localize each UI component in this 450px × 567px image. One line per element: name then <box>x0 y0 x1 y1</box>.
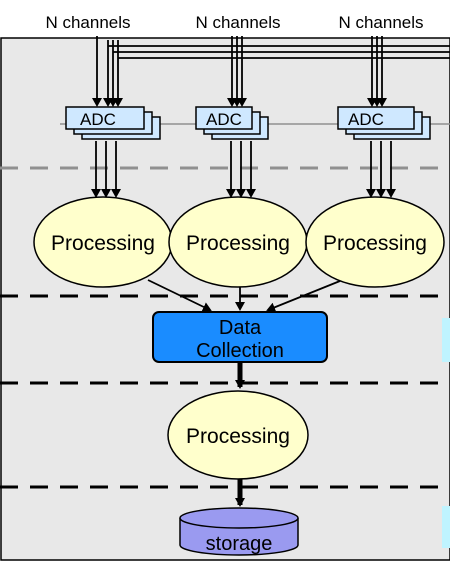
side-accent-block <box>442 506 450 548</box>
data-collection-box: Data Collection <box>152 311 328 363</box>
adc-label: ADC <box>348 110 384 129</box>
adc-stack: ADC <box>195 106 269 140</box>
adc-label: ADC <box>206 110 242 129</box>
adc-stack: ADC <box>337 106 431 140</box>
storage-cylinder: storage <box>179 507 299 556</box>
processing-node: Processing <box>168 196 308 288</box>
channel-label: N channels <box>45 13 130 32</box>
processing-node: Processing <box>305 196 445 288</box>
processing-label: Processing <box>323 232 427 255</box>
collection-arrows <box>147 279 341 313</box>
processing-label: Processing <box>186 232 290 255</box>
second-processing-node: Processing <box>167 390 309 480</box>
side-accent-block <box>442 318 450 362</box>
channel-wires <box>92 36 387 107</box>
channel-label: N channels <box>338 13 423 32</box>
adc-output-wires <box>91 141 396 198</box>
data-collection-label-line1: Data <box>219 317 262 339</box>
channel-label: N channels <box>195 13 280 32</box>
second-processing-label: Processing <box>186 425 290 448</box>
processing-node: Processing <box>33 196 173 288</box>
adc-label: ADC <box>80 110 116 129</box>
processing-label: Processing <box>51 232 155 255</box>
adc-stack: ADC <box>65 106 161 140</box>
storage-label: storage <box>206 533 273 555</box>
data-collection-label-line2: Collection <box>196 340 284 362</box>
input-bus <box>108 45 450 59</box>
